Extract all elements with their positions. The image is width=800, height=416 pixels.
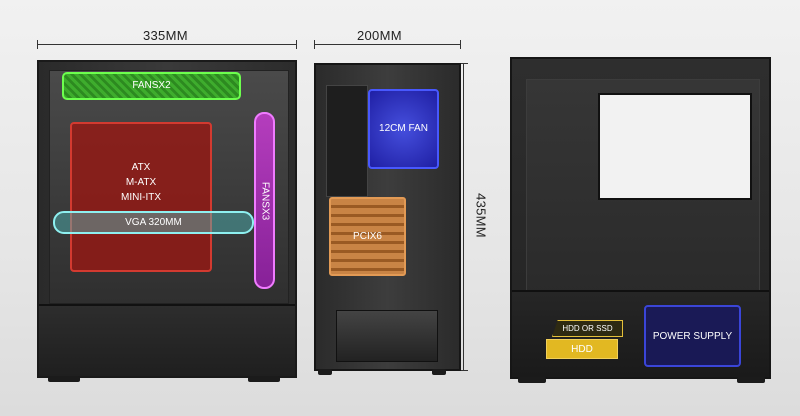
fans-front-label: FANSX3 [259, 181, 270, 220]
case-open-foot-right [737, 377, 765, 383]
width-dimension-tick-right [296, 40, 297, 49]
hdd-or-ssd-zone: HDD OR SSD [552, 320, 623, 337]
fans-front-zone: FANSX3 [254, 112, 275, 289]
cpu-cutout-window [598, 93, 752, 200]
case-side-foot-right [248, 376, 280, 382]
case-open-foot-left [518, 377, 546, 383]
pci-slots-zone: PCIX6 [329, 197, 406, 276]
width-dimension-line [37, 44, 297, 45]
case-side-foot-left [48, 376, 80, 382]
rear-fan-label: 12CM FAN [379, 123, 428, 134]
height-dimension-line [463, 63, 464, 371]
height-dimension-label: 435MM [473, 193, 489, 238]
depth-dimension-tick-right [460, 40, 461, 49]
width-dimension-tick-left [37, 40, 38, 49]
psu-mount [336, 310, 438, 362]
hdd-or-ssd-label: HDD OR SSD [562, 324, 613, 333]
case-open-view [510, 57, 771, 379]
case-back-foot-left [318, 369, 332, 375]
motherboard-format-mitx: MINI-ITX [121, 192, 161, 203]
fans-top-zone: FANSX2 [62, 72, 241, 100]
motherboard-zone: ATX M-ATX MINI-ITX [70, 122, 212, 272]
motherboard-formats: ATX M-ATX MINI-ITX [72, 162, 210, 204]
io-shield-cutout [326, 85, 368, 197]
power-supply-zone: POWER SUPPLY [644, 305, 741, 367]
power-supply-label: POWER SUPPLY [652, 330, 733, 342]
motherboard-format-atx: ATX [131, 162, 151, 173]
depth-dimension-tick-left [314, 40, 315, 49]
hdd-zone: HDD [546, 339, 618, 359]
hdd-label: HDD [571, 343, 593, 355]
case-side-psu-shroud [39, 304, 295, 376]
depth-dimension-label: 200MM [357, 28, 402, 43]
height-dimension-tick-top [458, 63, 468, 64]
rear-fan-zone: 12CM FAN [368, 89, 439, 169]
fans-top-label: FANSX2 [132, 80, 171, 91]
vga-zone: VGA 320MM [53, 211, 254, 234]
width-dimension-label: 335MM [143, 28, 188, 43]
vga-label: VGA 320MM [125, 216, 182, 228]
motherboard-format-matx: M-ATX [125, 177, 157, 188]
pci-slots-label: PCIX6 [353, 230, 382, 242]
case-back-foot-right [432, 369, 446, 375]
depth-dimension-line [314, 44, 461, 45]
height-dimension-tick-bottom [458, 370, 468, 371]
